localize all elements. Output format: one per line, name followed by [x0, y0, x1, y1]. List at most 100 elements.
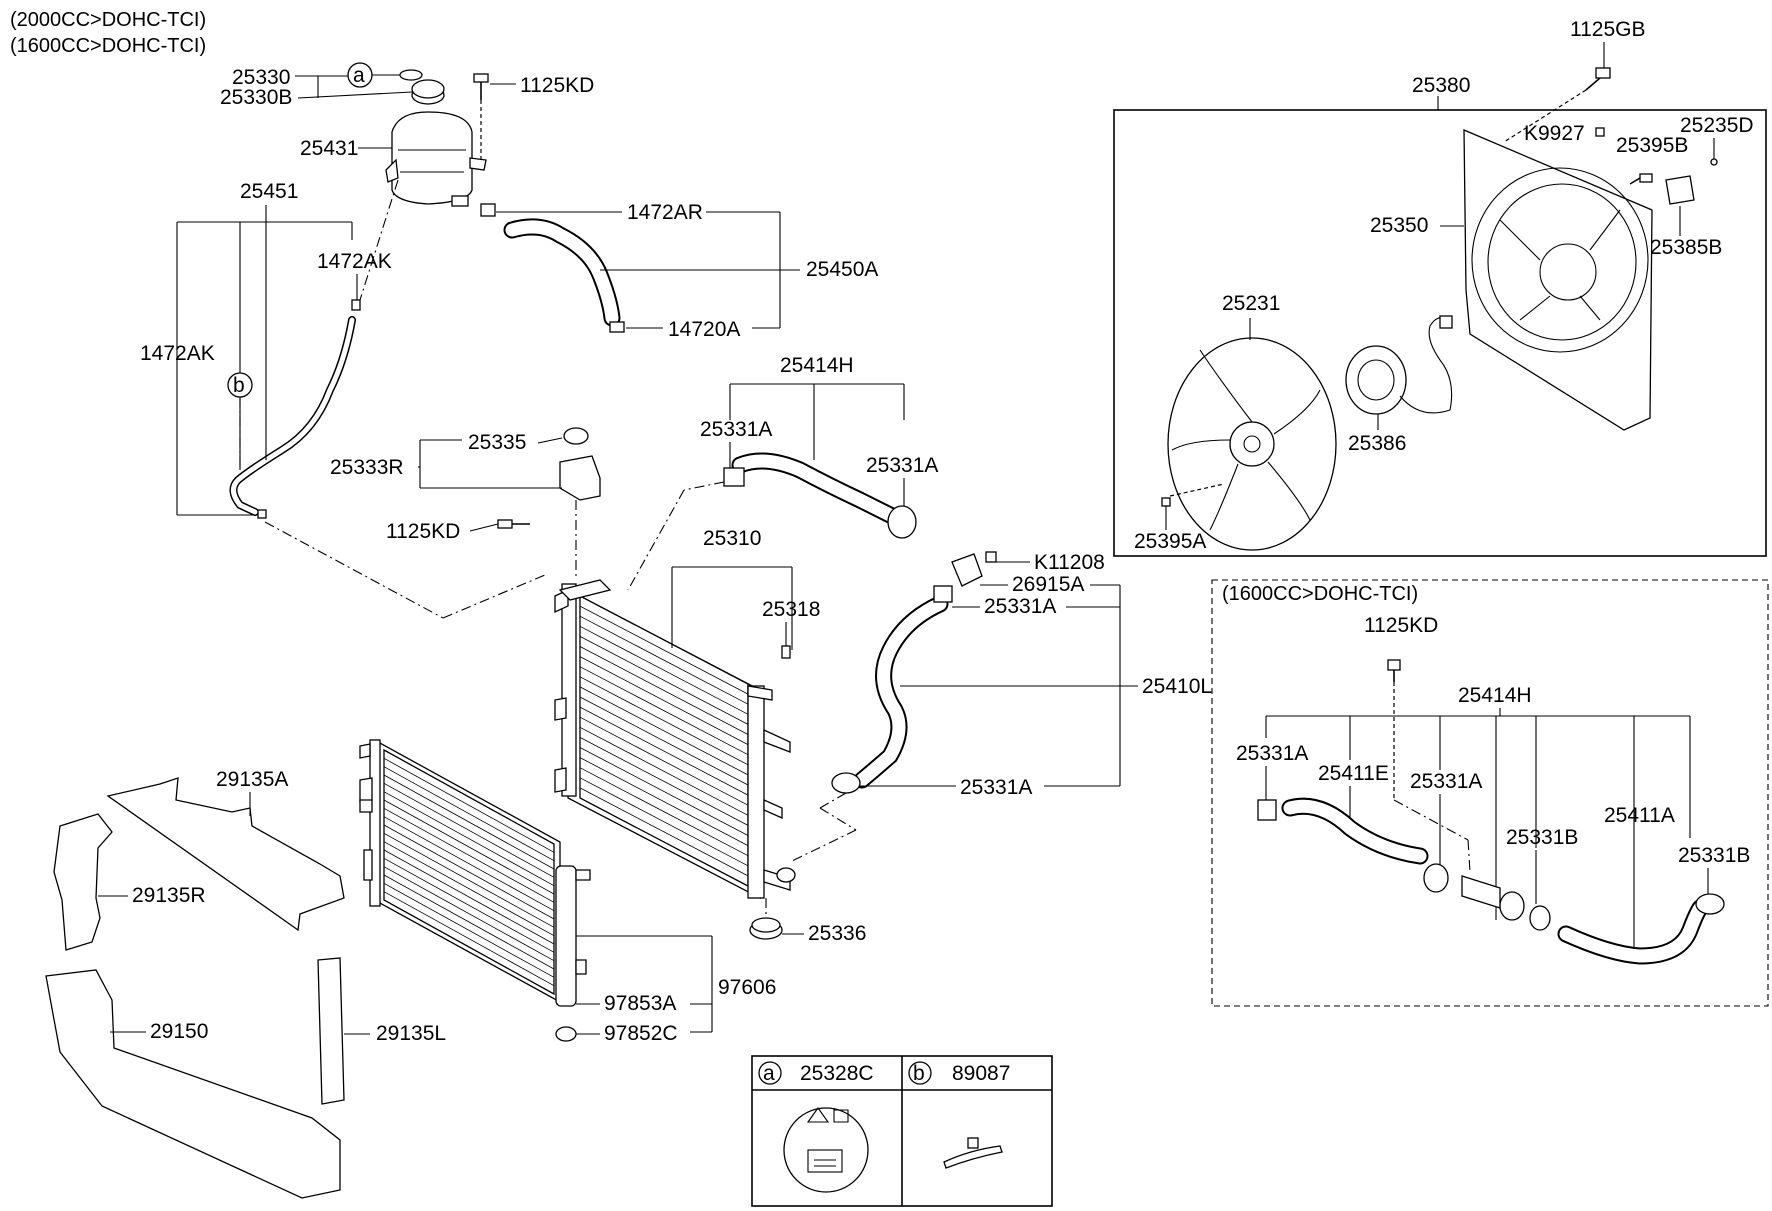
label-1125kd-top: 1125KD — [520, 74, 594, 97]
clamp-25331a-upper-left — [723, 467, 745, 487]
clamp-14720a — [609, 321, 625, 333]
inset-1600cc-box — [1211, 579, 1769, 1007]
label-25335: 25335 — [468, 431, 526, 454]
label-25331a-upper-right: 25331A — [866, 454, 938, 477]
label-k9927: K9927 — [1524, 122, 1585, 145]
label-97853a: 97853A — [604, 992, 676, 1015]
upper-radiator-hose — [733, 454, 897, 522]
label-25451: 25451 — [240, 180, 298, 203]
inset-label-25331b-left: 25331B — [1506, 826, 1578, 849]
inset-clamp-25331a-mid — [1423, 863, 1449, 893]
inset-label-25331a-mid: 25331A — [1410, 770, 1482, 793]
inset-title: (1600CC>DOHC-TCI) — [1222, 583, 1418, 605]
fan-assembly-box — [1113, 109, 1767, 557]
air-guard-29135a — [106, 777, 345, 932]
radiator — [554, 579, 796, 900]
reservoir-tank — [391, 111, 473, 205]
callout-b: b — [233, 374, 245, 397]
label-25450a: 25450A — [806, 258, 878, 281]
condition-1600cc: (1600CC>DOHC-TCI) — [10, 35, 206, 57]
condenser — [359, 739, 591, 1007]
callout-a: a — [353, 64, 365, 87]
label-1472ak-left: 1472AK — [140, 342, 215, 365]
label-25386: 25386 — [1348, 432, 1406, 455]
label-25331a-lower-upper: 25331A — [984, 595, 1056, 618]
inset-label-25411e: 25411E — [1318, 762, 1389, 785]
clamp-25331a-lower — [831, 772, 861, 794]
label-25331a-lower: 25331A — [960, 776, 1032, 799]
clamp-25331a-upper-right — [887, 505, 917, 539]
inset-hose-25411a — [1559, 901, 1707, 963]
inset-label-25331b-right: 25331B — [1678, 844, 1750, 867]
label-25231: 25231 — [1222, 292, 1280, 315]
cable-tie-icon — [943, 1145, 1003, 1169]
label-25318: 25318 — [762, 598, 820, 621]
clamp-25331a-lower-upper — [933, 585, 953, 603]
clip-1472ak-lower — [257, 509, 267, 519]
fan-shroud — [1463, 129, 1653, 431]
insulator-25335 — [563, 427, 589, 445]
clip-25235d — [1710, 158, 1718, 166]
label-25395b: 25395B — [1616, 134, 1688, 157]
label-14720a: 14720A — [668, 318, 740, 341]
condition-2000cc: (2000CC>DOHC-TCI) — [10, 9, 206, 31]
inset-clamp-25331b-left — [1529, 905, 1551, 931]
label-97852c: 97852C — [604, 1022, 678, 1045]
label-1472ak-upper: 1472AK — [317, 250, 392, 273]
label-1125kd-mid: 1125KD — [386, 520, 460, 543]
inset-hose-25411e — [1283, 799, 1427, 863]
label-25330b: 25330B — [220, 86, 292, 109]
clip-1472ak-upper — [351, 299, 361, 311]
inset-label-1125kd: 1125KD — [1364, 614, 1438, 637]
label-97606: 97606 — [718, 976, 776, 999]
label-1472ar: 1472AR — [627, 201, 703, 224]
label-29135r: 29135R — [132, 884, 206, 907]
label-25395a: 25395A — [1134, 530, 1206, 553]
fan-motor — [1345, 315, 1453, 415]
label-25414h: 25414H — [780, 354, 854, 377]
label-25235d: 25235D — [1680, 114, 1754, 137]
bolt-1125gb — [1595, 67, 1611, 79]
lower-radiator-hose — [855, 597, 947, 787]
label-26915a: 26915A — [1012, 573, 1084, 596]
inset-label-25414h: 25414H — [1458, 684, 1532, 707]
clip-k9927 — [1595, 127, 1605, 137]
bolt-k11208 — [985, 551, 997, 563]
legend-table: a 25328C b 89087 — [751, 1055, 1053, 1207]
air-guard-29135l — [317, 957, 345, 1105]
label-25330: 25330 — [232, 66, 290, 89]
label-25385b: 25385B — [1650, 236, 1722, 259]
fan-blade — [1167, 337, 1337, 551]
inset-clamp-25331a-left — [1257, 799, 1277, 821]
label-25410l: 25410L — [1142, 675, 1212, 698]
label-1125gb: 1125GB — [1570, 18, 1646, 41]
screw-25395a — [1161, 497, 1171, 507]
sensor-26915a — [951, 553, 983, 587]
label-25331a-upper-left: 25331A — [700, 418, 772, 441]
connector-25385b — [1665, 175, 1695, 205]
inset-bolt-1125kd — [1387, 659, 1401, 671]
label-25310: 25310 — [703, 527, 761, 550]
label-29135l: 29135L — [376, 1022, 446, 1045]
legend-b-mark: b — [913, 1062, 925, 1085]
drain-plug-25318 — [781, 645, 791, 659]
reservoir-group — [359, 69, 489, 301]
label-25333r: 25333R — [330, 456, 404, 479]
receiver-drier — [555, 865, 577, 1007]
label-25350: 25350 — [1370, 214, 1428, 237]
air-guard-29135r — [53, 813, 113, 951]
clamp-1472ar — [480, 203, 496, 217]
inset-connector — [1461, 875, 1501, 909]
cap-97852c — [555, 1026, 577, 1042]
inset-label-25411a: 25411A — [1604, 804, 1675, 827]
bolt-1125kd-mid — [497, 519, 513, 529]
inset-clamp-25331b-right — [1695, 893, 1725, 915]
label-k11208: K11208 — [1034, 551, 1105, 574]
legend-a-part: 25328C — [800, 1062, 874, 1085]
label-25431: 25431 — [300, 137, 358, 160]
label-25336: 25336 — [808, 922, 866, 945]
inset-label-25331a-left: 25331A — [1236, 742, 1308, 765]
bypass-hose — [231, 317, 355, 515]
cap-seal — [399, 69, 423, 81]
